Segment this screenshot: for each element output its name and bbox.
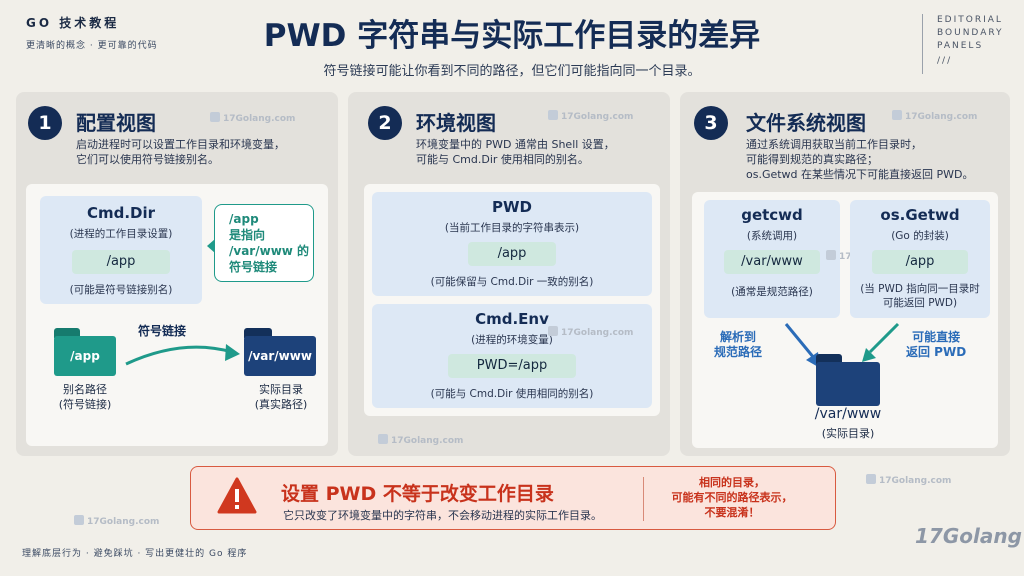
editorial-line: PANELS [937, 41, 984, 51]
page-title: PWD 字符串与实际工作目录的差异 [263, 18, 761, 54]
watermark: 17Golang.com [892, 110, 977, 122]
card-value: /app [872, 250, 968, 274]
card-title: Cmd.Dir [86, 204, 156, 222]
watermark-icon [548, 326, 558, 336]
card-value: /var/www [724, 250, 820, 274]
panel-description: 启动进程时可以设置工作目录和环境变量，它们可以使用符号链接别名。 [76, 138, 285, 166]
page-subtitle: 符号链接可能让你看到不同的路径，但它们可能指向同一个目录。 [323, 64, 701, 79]
editorial-line: BOUNDARY [937, 28, 1004, 38]
symlink-arrow [125, 344, 240, 366]
watermark-icon [378, 434, 388, 444]
card-value: /app [72, 250, 170, 274]
warning-note: 相同的目录，可能有不同的路径表示，不要混淆！ [671, 476, 793, 519]
card-note: (系统调用) [746, 230, 798, 242]
env-view-panel: 2 环境视图 17Golang.com 环境变量中的 PWD 通常由 Shell… [348, 92, 670, 456]
watermark-icon [866, 474, 876, 484]
panel-content: PWD (当前工作目录的字符串表示) /app (可能保留与 Cmd.Dir 一… [364, 184, 660, 416]
card-footnote: (可能与 Cmd.Dir 使用相同的别名) [430, 388, 594, 400]
fs-view-panel: 3 文件系统视图 17Golang.com 通过系统调用获取当前工作目录时，可能… [680, 92, 1010, 456]
card-note: (当前工作目录的字符串表示) [444, 222, 580, 234]
card-title: os.Getwd [880, 206, 960, 224]
os-getwd-card: os.Getwd (Go 的封装) /app (当 PWD 指向同一目录时可能返… [850, 200, 990, 318]
return-pwd-label: 可能直接返回 PWD [906, 330, 967, 359]
bubble-pointer [207, 239, 215, 253]
card-title: Cmd.Env [475, 310, 549, 328]
panel-number: 2 [368, 106, 402, 140]
card-value: /app [468, 242, 556, 266]
watermark: 17Golang.com [378, 434, 463, 446]
folder-icon: /var/www [244, 328, 316, 378]
alias-caption: 别名路径(符号链接) [58, 383, 112, 411]
card-footnote: (通常是规范路径) [731, 286, 813, 298]
config-view-panel: 1 配置视图 17Golang.com 启动进程时可以设置工作目录和环境变量，它… [16, 92, 338, 456]
panel-title: 配置视图 [76, 111, 156, 135]
card-footnote: (可能保留与 Cmd.Dir 一致的别名) [430, 276, 594, 288]
warning-subtitle: 它只改变了环境变量中的字符串，不会移动进程的实际工作目录。 [283, 509, 602, 522]
watermark: 17Golang.com [866, 474, 951, 486]
panel-description: 通过系统调用获取当前工作目录时，可能得到规范的真实路径；os.Getwd 在某些… [746, 138, 974, 181]
brand-subtitle: 更清晰的概念 · 更可靠的代码 [26, 41, 158, 51]
panel-title: 文件系统视图 [746, 111, 866, 135]
panel-content: Cmd.Dir (进程的工作目录设置) /app (可能是符号链接别名) /ap… [26, 184, 328, 446]
card-footnote: (当 PWD 指向同一目录时可能返回 PWD) [860, 283, 980, 309]
watermark: 17Golang.com [548, 110, 633, 122]
warning-title: 设置 PWD 不等于改变工作目录 [281, 483, 554, 505]
arrow-label: 符号链接 [138, 324, 187, 338]
watermark: 17Golang.com [210, 112, 295, 124]
panel-number: 1 [28, 106, 62, 140]
card-value: PWD=/app [448, 354, 576, 378]
folder-path: /var/www [814, 406, 882, 422]
card-note: (进程的环境变量) [471, 334, 553, 346]
panel-title: 环境视图 [416, 111, 496, 135]
real-caption: 实际目录(真实路径) [254, 383, 308, 411]
brand-logo: 17Golang [915, 524, 1022, 548]
resolve-label: 解析到规范路径 [714, 330, 763, 359]
editorial-slashes: /// [937, 56, 953, 66]
warning-icon [217, 477, 257, 514]
card-note: (Go 的封装) [891, 230, 949, 242]
cmd-env-card: Cmd.Env (进程的环境变量) 17Golang.com PWD=/app … [372, 304, 652, 408]
getcwd-card: getcwd (系统调用) /var/www (通常是规范路径) [704, 200, 840, 318]
watermark: 17Golang.com [548, 326, 633, 338]
watermark-icon [210, 112, 220, 122]
footer-tagline: 理解底层行为 · 避免踩坑 · 写出更健壮的 Go 程序 [22, 549, 248, 559]
panel-number: 3 [694, 106, 728, 140]
watermark-icon [892, 110, 902, 120]
card-title: PWD [492, 198, 532, 216]
card-footnote: (可能是符号链接别名) [69, 284, 173, 296]
card-note: (进程的工作目录设置) [69, 228, 173, 240]
watermark: 17Golang.com [74, 515, 159, 527]
divider [643, 477, 644, 521]
watermark-icon [548, 110, 558, 120]
folder-caption: (实际目录) [821, 427, 875, 440]
panel-description: 环境变量中的 PWD 通常由 Shell 设置，可能与 Cmd.Dir 使用相同… [416, 138, 615, 166]
watermark-icon [74, 515, 84, 525]
cmd-dir-card: Cmd.Dir (进程的工作目录设置) /app (可能是符号链接别名) [40, 196, 202, 304]
card-title: getcwd [741, 206, 803, 224]
watermark-icon [826, 250, 836, 260]
editorial-mark: EDITORIAL BOUNDARY PANELS /// [922, 14, 1004, 74]
folder-icon [816, 354, 880, 406]
editorial-line: EDITORIAL [937, 15, 1003, 25]
brand-title: GO 技术教程 [26, 16, 120, 30]
panel-content: getcwd (系统调用) /var/www (通常是规范路径) 17Golan… [692, 192, 998, 448]
folder-icon: /app [54, 328, 116, 378]
warning-box: 设置 PWD 不等于改变工作目录 它只改变了环境变量中的字符串，不会移动进程的实… [190, 466, 836, 530]
pwd-card: PWD (当前工作目录的字符串表示) /app (可能保留与 Cmd.Dir 一… [372, 192, 652, 296]
